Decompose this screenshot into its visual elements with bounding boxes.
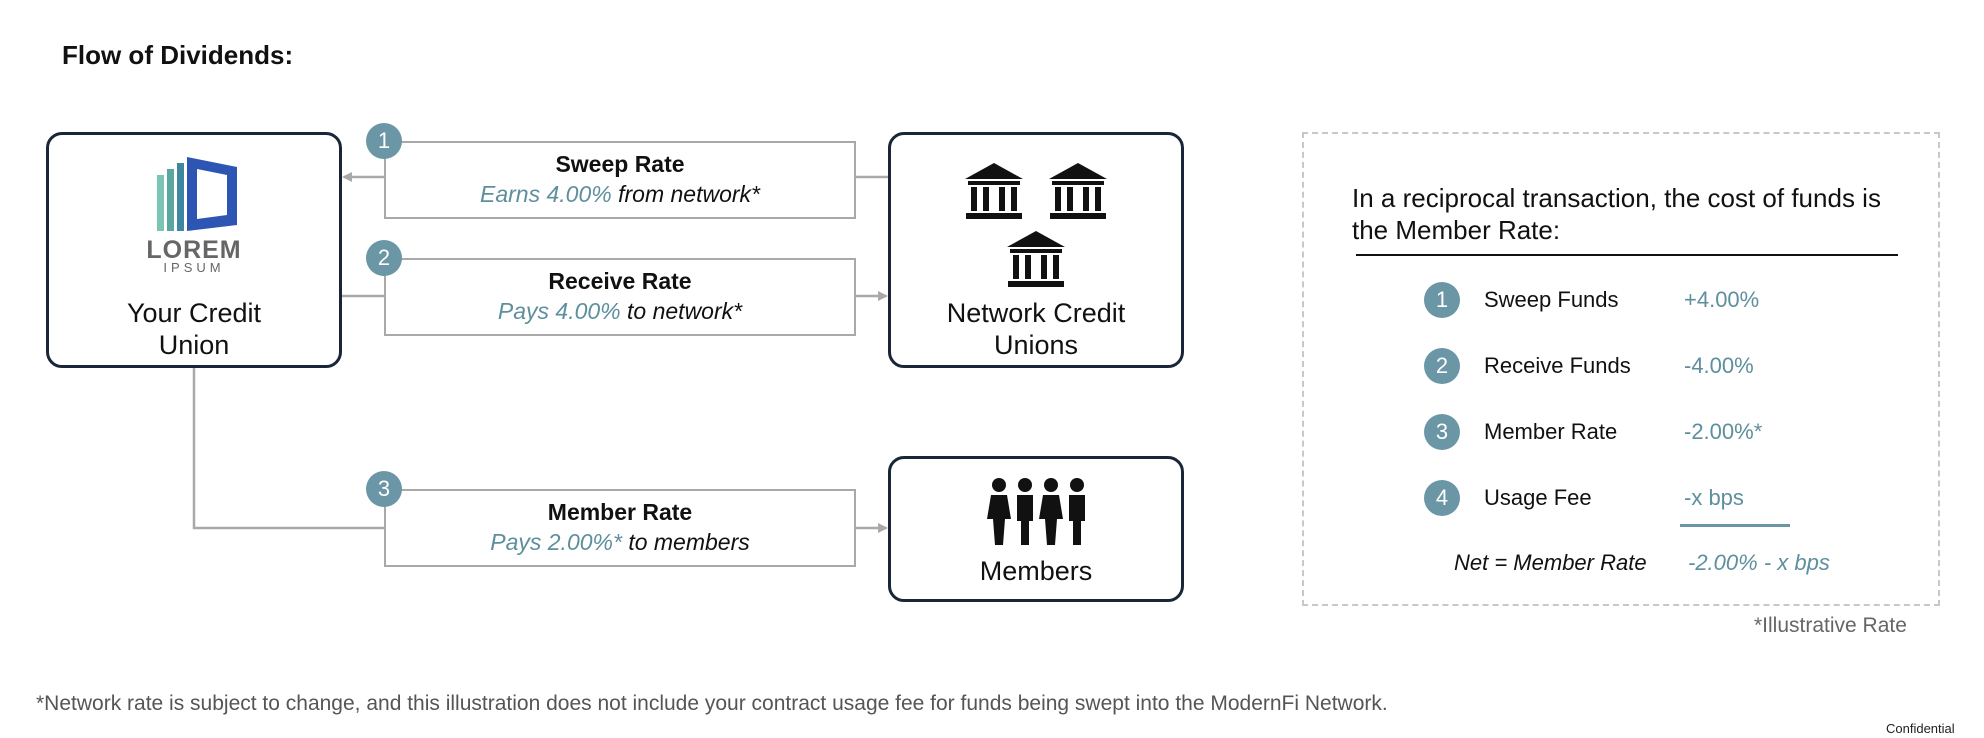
network-credit-unions-label: Network Credit Unions bbox=[946, 298, 1126, 360]
your-credit-union-box: LOREM IPSUM Your Credit Union bbox=[46, 132, 342, 368]
member-rate-box: Member Rate Pays 2.00%* to members bbox=[384, 489, 856, 567]
confidential-label: Confidential bbox=[1886, 721, 1955, 736]
member-rate-value: Pays 2.00%* bbox=[490, 529, 622, 555]
summary-row-sweep-funds: 1 Sweep Funds +4.00% bbox=[1424, 282, 1924, 318]
receive-rate-value: Pays 4.00% bbox=[497, 298, 621, 324]
summary-value: -4.00% bbox=[1684, 353, 1754, 378]
member-rate-title: Member Rate bbox=[547, 499, 693, 525]
net-value: -2.00% - x bps bbox=[1688, 550, 1830, 575]
receive-rate-title: Receive Rate bbox=[548, 268, 692, 294]
summary-badge-4: 4 bbox=[1424, 480, 1460, 516]
stacked-bars-logo-icon bbox=[157, 157, 237, 231]
page-title: Flow of Dividends: bbox=[62, 40, 294, 70]
summary-label: Usage Fee bbox=[1484, 485, 1592, 510]
step-badge-3: 3 bbox=[366, 471, 402, 507]
summary-row-receive-funds: 2 Receive Funds -4.00% bbox=[1424, 348, 1924, 384]
summary-label: Member Rate bbox=[1484, 419, 1618, 444]
member-rate-suffix: to members bbox=[621, 529, 750, 555]
group-of-people-icon bbox=[987, 478, 1085, 545]
summary-badge-3: 3 bbox=[1424, 414, 1460, 450]
members-box: Members bbox=[888, 456, 1184, 602]
step-badge-1: 1 bbox=[366, 123, 402, 159]
bank-building-icon bbox=[965, 163, 1023, 219]
summary-label: Receive Funds bbox=[1484, 353, 1631, 378]
receive-rate-box: Receive Rate Pays 4.00% to network* bbox=[384, 258, 856, 336]
sweep-rate-title: Sweep Rate bbox=[555, 151, 685, 177]
summary-row-usage-fee: 4 Usage Fee -x bps bbox=[1424, 480, 1924, 516]
net-label: Net = Member Rate bbox=[1454, 550, 1647, 575]
summary-heading-divider bbox=[1356, 254, 1898, 256]
summary-badge-1: 1 bbox=[1424, 282, 1460, 318]
summary-panel: In a reciprocal transaction, the cost of… bbox=[1302, 132, 1940, 606]
summary-row-member-rate: 3 Member Rate -2.00%* bbox=[1424, 414, 1924, 450]
receive-rate-suffix: to network* bbox=[620, 298, 743, 324]
your-credit-union-label: Your Credit Union bbox=[126, 298, 262, 360]
summary-badge-2: 2 bbox=[1424, 348, 1460, 384]
summary-value: +4.00% bbox=[1684, 287, 1760, 312]
sweep-rate-suffix: from network* bbox=[611, 181, 760, 207]
summary-heading: In a reciprocal transaction, the cost of… bbox=[1352, 183, 1881, 245]
sweep-rate-value: Earns 4.00% bbox=[480, 181, 612, 207]
footnote: *Network rate is subject to change, and … bbox=[36, 692, 1388, 715]
illustrative-rate-note: *Illustrative Rate bbox=[1754, 614, 1907, 637]
bank-building-icon bbox=[1049, 163, 1107, 219]
sum-underline bbox=[1680, 524, 1790, 527]
logo-subtitle: IPSUM bbox=[163, 260, 225, 275]
summary-value: -2.00%* bbox=[1684, 419, 1763, 444]
summary-label: Sweep Funds bbox=[1484, 287, 1619, 312]
network-credit-unions-box: Network Credit Unions bbox=[888, 132, 1184, 368]
sweep-rate-box: Sweep Rate Earns 4.00% from network* bbox=[384, 141, 856, 219]
summary-value: -x bps bbox=[1684, 485, 1744, 510]
members-label: Members bbox=[979, 556, 1093, 586]
member-connector-left bbox=[192, 368, 384, 530]
bank-building-icon bbox=[1007, 231, 1065, 287]
logo-name: LOREM bbox=[146, 236, 242, 264]
step-badge-2: 2 bbox=[366, 240, 402, 276]
